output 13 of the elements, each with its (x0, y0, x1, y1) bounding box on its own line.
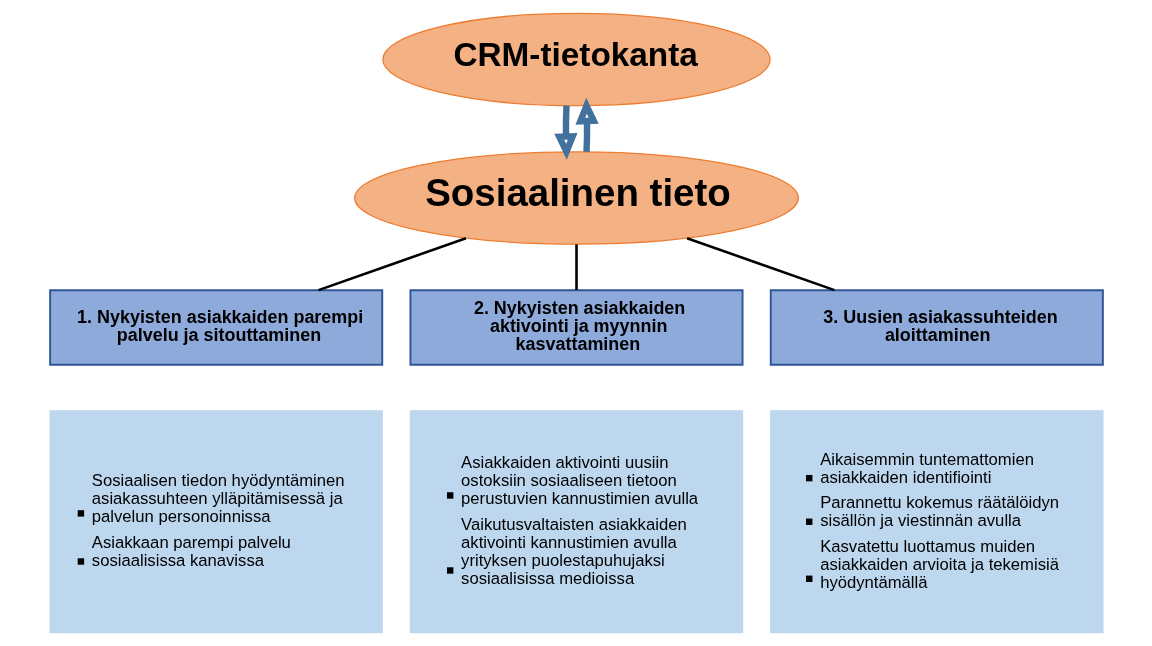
node-box: 1. Nykyisten asiakkaiden parempi palvelu ja sitouttaminen (48, 289, 383, 366)
node-box: 3. Uusien asiakassuhteiden aloittaminen (769, 289, 1104, 366)
connector (317, 237, 466, 292)
node-ellipse: CRM-tietokanta (381, 12, 771, 107)
node-box: 2. Nykyisten asiakkaiden aktivointi ja myynnin kasvattaminen (409, 289, 743, 366)
arrow (553, 105, 577, 160)
node-box: Sosiaalisen tiedon hyödyntäminen asiakassuhteen ylläpitämisessä ja palvelun personoinnissa Asiakkaan parempi palvelu sosiaalisissa kanavissa (49, 410, 383, 634)
connector (686, 237, 835, 292)
node-ellipse: Sosiaalinen tieto (353, 151, 799, 245)
connector (574, 244, 578, 290)
node-box: Aikaisemmin tuntemattomien asiakkaiden identifiointi Parannettu kokemus räätälöidyn sisällön ja viestinnän avulla Kasvatettu luottamus muiden asiakkaiden arvioita ja tekemisiä hyödyntämällä (769, 410, 1103, 634)
node-box: Asiakkaiden aktivointi uusiin ostoksiin sosiaaliseen tietoon perustuvien kannustimien avulla Vaikutusvaltaisten asiakkaiden aktivointi kannustimien avulla yrityksen puolestapuhujaksi sosiaalisissa medioissa (409, 410, 743, 634)
arrow (575, 97, 599, 153)
